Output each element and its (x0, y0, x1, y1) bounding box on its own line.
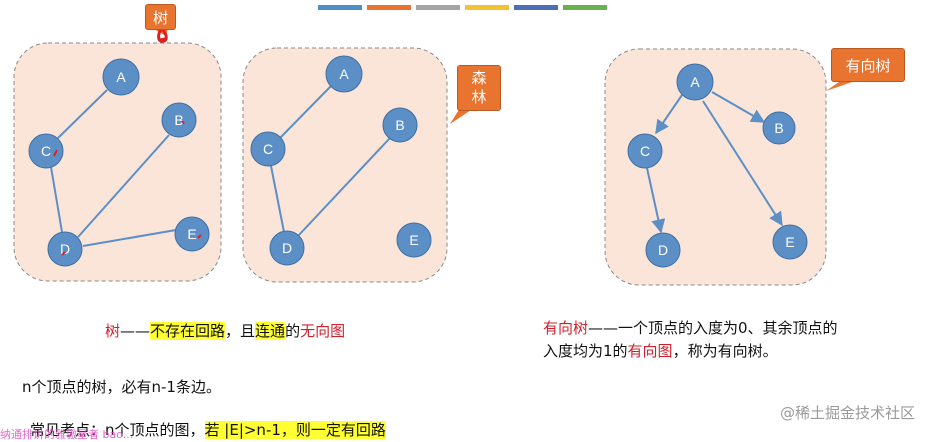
dtree-term: 有向树 (543, 319, 589, 337)
pen-annotation-icon (157, 27, 168, 43)
edges-note: n个顶点的树，必有n-1条边。 (22, 378, 221, 396)
forest-node-c (250, 131, 286, 167)
tree-undirected-graph: 无向图 (300, 322, 346, 340)
exam-prefix: 常见考点：n个顶点的图， (30, 421, 205, 439)
tree-node-a (102, 58, 140, 96)
toolbar-swatch-yellow[interactable] (465, 5, 509, 10)
toolbar-swatch-orange[interactable] (367, 5, 411, 10)
tree-edge-c-d (50, 166, 63, 233)
dtree-edge-a-b (711, 91, 766, 123)
forest-edge-a-c (279, 85, 332, 139)
tree-node-a-label: A (116, 69, 126, 85)
tree-panel (13, 42, 222, 282)
tree-edge-b-d (77, 134, 170, 238)
tree-node-c (28, 133, 64, 169)
tree-edges (50, 89, 177, 247)
tree-node-d (47, 231, 83, 267)
exam-note: 常见考点：n个顶点的图，若 |E|>n-1，则一定有回路 (30, 419, 386, 440)
dtree-line2c: ，称为有向树。 (672, 342, 778, 360)
tree-nodes: A B C D E (28, 58, 210, 267)
dtree-directed-graph: 有向图 (627, 342, 673, 360)
left-overlay-watermark: 纳通排讲的雅傲星者 bao... (0, 428, 134, 441)
forest-panel (242, 47, 448, 283)
dtree-node-a-label: A (690, 74, 700, 90)
forest-node-a (325, 55, 363, 93)
tree-highlight-connected: 连通 (255, 322, 286, 340)
dtree-node-b-label: B (774, 120, 783, 136)
forest-callout-pointer (450, 108, 474, 124)
exam-highlight: 若 |E|>n-1，则一定有回路 (204, 421, 386, 439)
dtree-edge-a-e (702, 100, 783, 227)
forest-callout: 森 林 (457, 65, 501, 111)
tree-edge-a-c (57, 89, 108, 139)
dtree-edge-a-c (655, 94, 683, 135)
forest-edge-c-d (270, 165, 285, 233)
forest-edges (270, 85, 391, 237)
dtree-def-line2: 入度均为1的有向图，称为有向树。 (543, 340, 838, 363)
forest-node-a-label: A (339, 66, 349, 82)
tree-dash: —— (120, 322, 151, 340)
toolbar-swatch-blue[interactable] (318, 5, 362, 10)
dtree-callout-pointer (826, 80, 858, 91)
dtree-node-d-label: D (658, 242, 668, 258)
dtree-node-a (676, 63, 714, 101)
forest-node-d (269, 230, 305, 266)
dtree-node-e-label: E (785, 234, 794, 250)
directed-tree-definition: 有向树——一个顶点的入度为0、其余顶点的 入度均为1的有向图，称为有向树。 (543, 317, 838, 363)
forest-node-d-label: D (282, 240, 292, 256)
toolbar-swatch-darkblue[interactable] (514, 5, 558, 10)
dtree-edge-c-d (646, 167, 666, 234)
tree-node-e-label: E (187, 226, 196, 242)
forest-node-c-label: C (263, 141, 273, 157)
tree-node-d-label: D (60, 241, 70, 257)
forest-node-b (382, 107, 418, 143)
directed-tree-nodes: A B C D E (627, 63, 808, 268)
dtree-node-b (762, 111, 796, 145)
toolbar-swatch-gray[interactable] (416, 5, 460, 10)
dtree-node-e (772, 224, 808, 260)
dtree-node-c (627, 133, 663, 169)
dtree-node-c-label: C (640, 143, 650, 159)
tree-highlight-no-cycle: 不存在回路 (150, 322, 226, 340)
tree-term: 树 (105, 322, 121, 340)
forest-callout-line1: 森 (471, 69, 487, 87)
tree-node-e (174, 216, 210, 252)
tree-node-c-label: C (41, 143, 51, 159)
tree-mid: ，且 (225, 322, 256, 340)
directed-tree-edges (646, 91, 783, 234)
tree-definition: 树——不存在回路，且连通的无向图 (105, 320, 345, 341)
color-toolbar (318, 5, 607, 10)
tree-of: 的 (285, 322, 301, 340)
tree-callout-label: 树 (152, 8, 168, 27)
tree-node-b-label: B (174, 112, 183, 128)
forest-edge-b-d (297, 137, 391, 237)
dtree-line2a: 入度均为1的 (543, 342, 628, 360)
forest-callout-line2: 林 (471, 88, 487, 106)
forest-nodes: A B C D E (250, 55, 432, 266)
tree-node-b (161, 102, 197, 138)
dtree-node-d (645, 232, 681, 268)
toolbar-swatch-green[interactable] (563, 5, 607, 10)
site-watermark: @稀土掘金技术社区 (779, 404, 915, 422)
dtree-rest1: ——一个顶点的入度为0、其余顶点的 (588, 319, 838, 337)
dtree-def-line1: 有向树——一个顶点的入度为0、其余顶点的 (543, 317, 838, 340)
tree-edge-d-e (82, 229, 177, 247)
forest-node-e (396, 222, 432, 258)
forest-node-e-label: E (409, 232, 418, 248)
tree-annotation-marks (53, 120, 202, 256)
tree-callout: 树 (145, 4, 176, 30)
directed-tree-callout: 有向树 (831, 48, 905, 82)
forest-node-b-label: B (395, 117, 404, 133)
directed-tree-callout-label: 有向树 (845, 56, 891, 75)
